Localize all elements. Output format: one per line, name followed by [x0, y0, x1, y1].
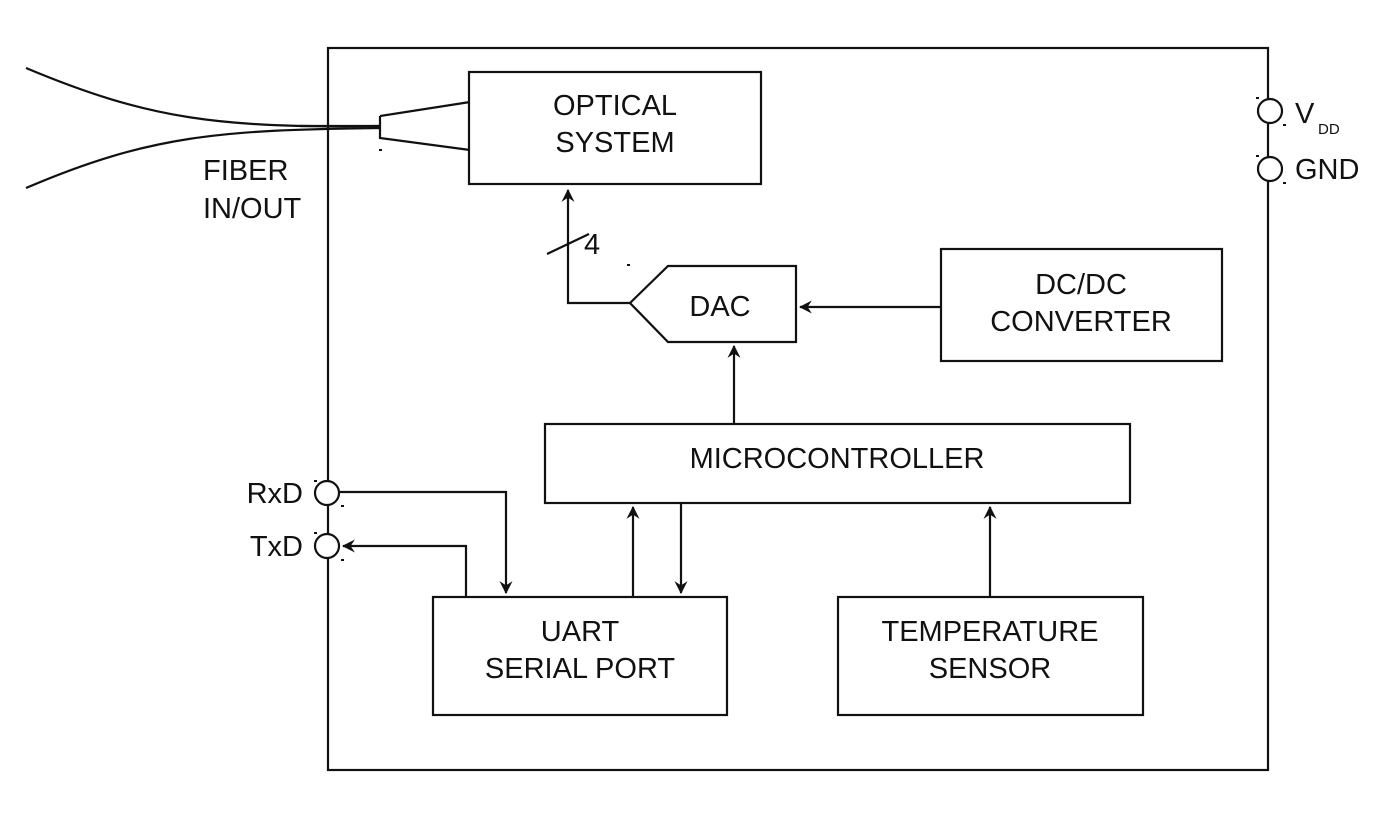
vdd-label: V: [1295, 98, 1315, 130]
gnd-label: GND: [1295, 154, 1359, 186]
dac-to-optical-arrow: [561, 188, 630, 305]
dac-label: DAC: [689, 291, 750, 323]
txd-pin: [313, 532, 341, 560]
gnd-pin: [1256, 155, 1284, 183]
bus-width-slash: [546, 233, 590, 255]
rxd-to-uart-arrow: [339, 490, 513, 595]
vdd-pin: [1256, 97, 1284, 125]
uart-to-txd-arrow: [341, 539, 468, 597]
uart-label-line2: SERIAL PORT: [485, 653, 675, 685]
dcdc-converter-block: [939, 247, 1224, 363]
fiber-label-line1: FIBER: [203, 155, 288, 187]
dcdc-converter-label-line1: DC/DC: [1035, 269, 1127, 301]
fiber-label-line2: IN/OUT: [203, 193, 302, 225]
microcontroller-block: [543, 422, 1132, 505]
microcontroller-label: MICROCONTROLLER: [690, 443, 985, 475]
optical-system-block: [467, 70, 763, 186]
uart-label-line1: UART: [541, 616, 620, 648]
scan-specks: [314, 97, 1286, 561]
dac-block: [628, 264, 798, 344]
optical-system-label-line2: SYSTEM: [555, 127, 674, 159]
fiber-cable: [25, 66, 471, 190]
vdd-label-subscript: DD: [1318, 121, 1340, 138]
temperature-sensor-label-line2: SENSOR: [929, 653, 1051, 685]
optical-system-label-line1: OPTICAL: [553, 90, 677, 122]
rxd-label: RxD: [247, 478, 303, 510]
dcdc-converter-label-line2: CONVERTER: [990, 306, 1172, 338]
vdd-label-main: V: [1295, 98, 1315, 130]
bus-width-label: 4: [584, 229, 600, 261]
temperature-sensor-block: [836, 595, 1145, 717]
rxd-pin: [313, 479, 341, 507]
txd-label: TxD: [250, 531, 303, 563]
uart-block: [431, 595, 729, 717]
temperature-sensor-label-line1: TEMPERATURE: [882, 616, 1099, 648]
